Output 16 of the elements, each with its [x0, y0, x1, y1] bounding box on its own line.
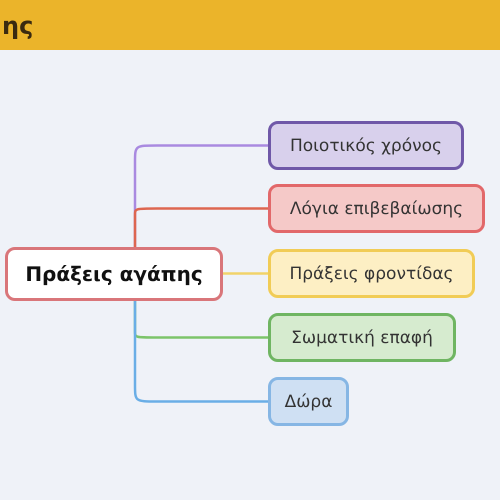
topic-text: Ποιοτικός χρόνος	[290, 136, 442, 156]
central-topic-box	[5, 247, 223, 301]
branch-topic-box	[268, 249, 475, 298]
connector-line	[134, 207, 268, 247]
topic-text: Πράξεις αγάπης	[25, 262, 203, 286]
branch-topic-box	[268, 184, 485, 233]
branch-topic-box	[268, 377, 349, 426]
connector-line	[223, 272, 268, 275]
topic-text: Δώρα	[284, 392, 332, 412]
topic-text: Πράξεις φροντίδας	[289, 264, 454, 284]
branch-topic-box	[268, 121, 464, 170]
topic-text: Σωματική επαφή	[291, 328, 433, 348]
branch-topic-box	[268, 313, 456, 362]
topic-text: Λόγια επιβεβαίωσης	[290, 198, 464, 218]
connector-line	[134, 301, 268, 403]
title: ης	[2, 14, 34, 38]
